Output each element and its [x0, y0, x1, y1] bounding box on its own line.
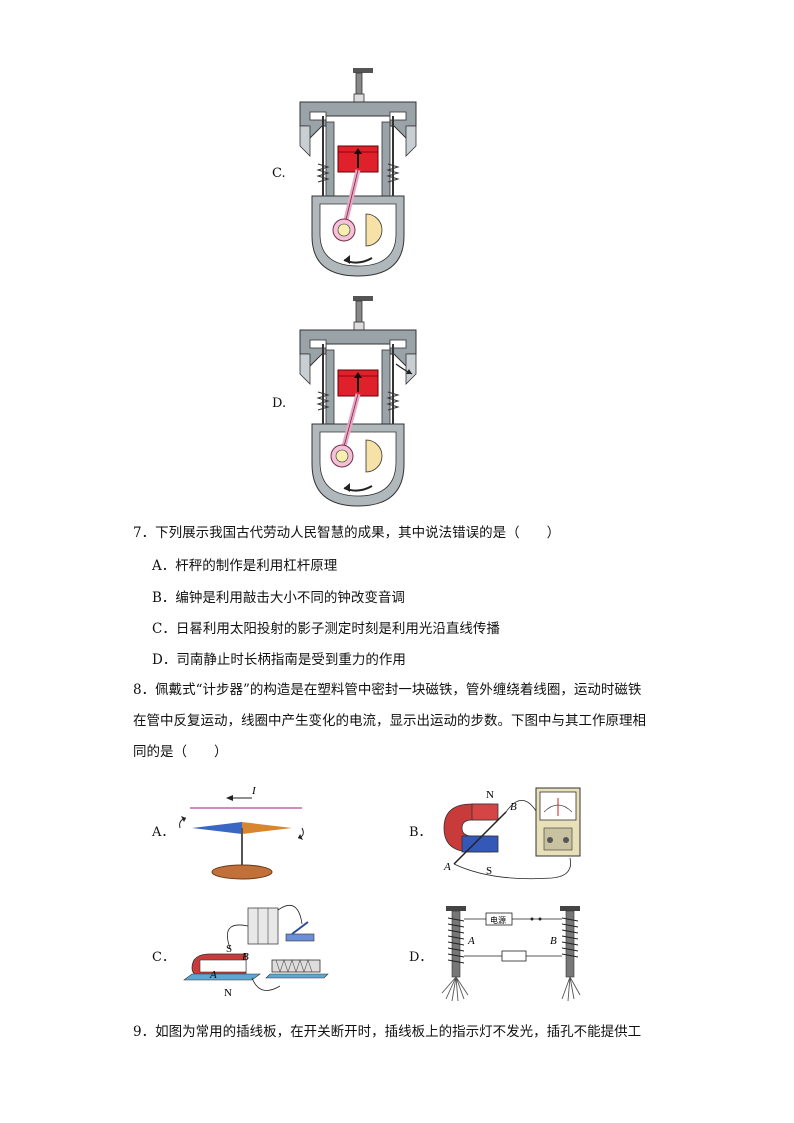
- q8-option-d-label[interactable]: D．: [409, 950, 433, 965]
- engine-diagram-c: [299, 68, 417, 277]
- q8-option-c-label[interactable]: C．: [152, 950, 175, 965]
- current-label-i: I: [251, 785, 257, 797]
- nail-label-a: A: [467, 935, 475, 947]
- q7-option-a[interactable]: A．杆秤的制作是利用杠杆原理: [152, 558, 338, 574]
- magnet-pole-s: S: [486, 865, 492, 877]
- wire-label-a: A: [443, 861, 451, 873]
- battery-magnet-circuit-diagram: S B A N: [183, 905, 329, 999]
- engine-diagram-d: [299, 296, 417, 507]
- magnet-pole-n: N: [486, 789, 494, 801]
- current-wire-compass-diagram: I: [179, 785, 304, 880]
- q7-stem: 7．下列展示我国古代劳动人民智慧的成果，其中说法错误的是（ ）: [133, 525, 561, 541]
- q7-option-d[interactable]: D．司南静止时长柄指南是受到重力的作用: [152, 652, 406, 668]
- q7-option-b[interactable]: B．编钟是利用敲击大小不同的钟改变音调: [152, 590, 405, 606]
- q8-option-b-label[interactable]: B．: [409, 825, 432, 840]
- q8-stem-line-2: 在管中反复运动，线圈中产生变化的电流，显示出运动的步数。下图中与其工作原理相: [133, 713, 646, 729]
- rail-label-a: A: [209, 969, 217, 981]
- q8-stem-line-1: 8．佩戴式“计步器”的构造是在塑料管中密封一块磁铁，管外缠绕着线圈，运动时磁铁: [133, 682, 642, 698]
- power-supply-label: 电源: [490, 915, 506, 925]
- q8-option-a-label[interactable]: A．: [152, 825, 175, 840]
- rail-label-b: B: [242, 951, 249, 963]
- q8-stem-line-3: 同的是（ ）: [133, 744, 228, 760]
- electromagnet-nails-diagram: 电源 A B: [441, 906, 581, 1002]
- magnet-pole-n-c: N: [224, 987, 232, 999]
- wire-label-b: B: [510, 801, 517, 813]
- option-d-label[interactable]: D.: [272, 396, 287, 411]
- q9-stem: 9．如图为常用的插线板，在开关断开时，插线板上的指示灯不发光，插孔不能提供工: [133, 1024, 642, 1040]
- nail-label-b: B: [550, 935, 557, 947]
- option-c-label[interactable]: C.: [272, 166, 286, 181]
- q7-option-c[interactable]: C．日晷利用太阳投射的影子测定时刻是利用光沿直线传播: [152, 621, 500, 637]
- magnet-galvanometer-diagram: N S A B: [443, 787, 581, 880]
- magnet-pole-s-c: S: [226, 943, 232, 955]
